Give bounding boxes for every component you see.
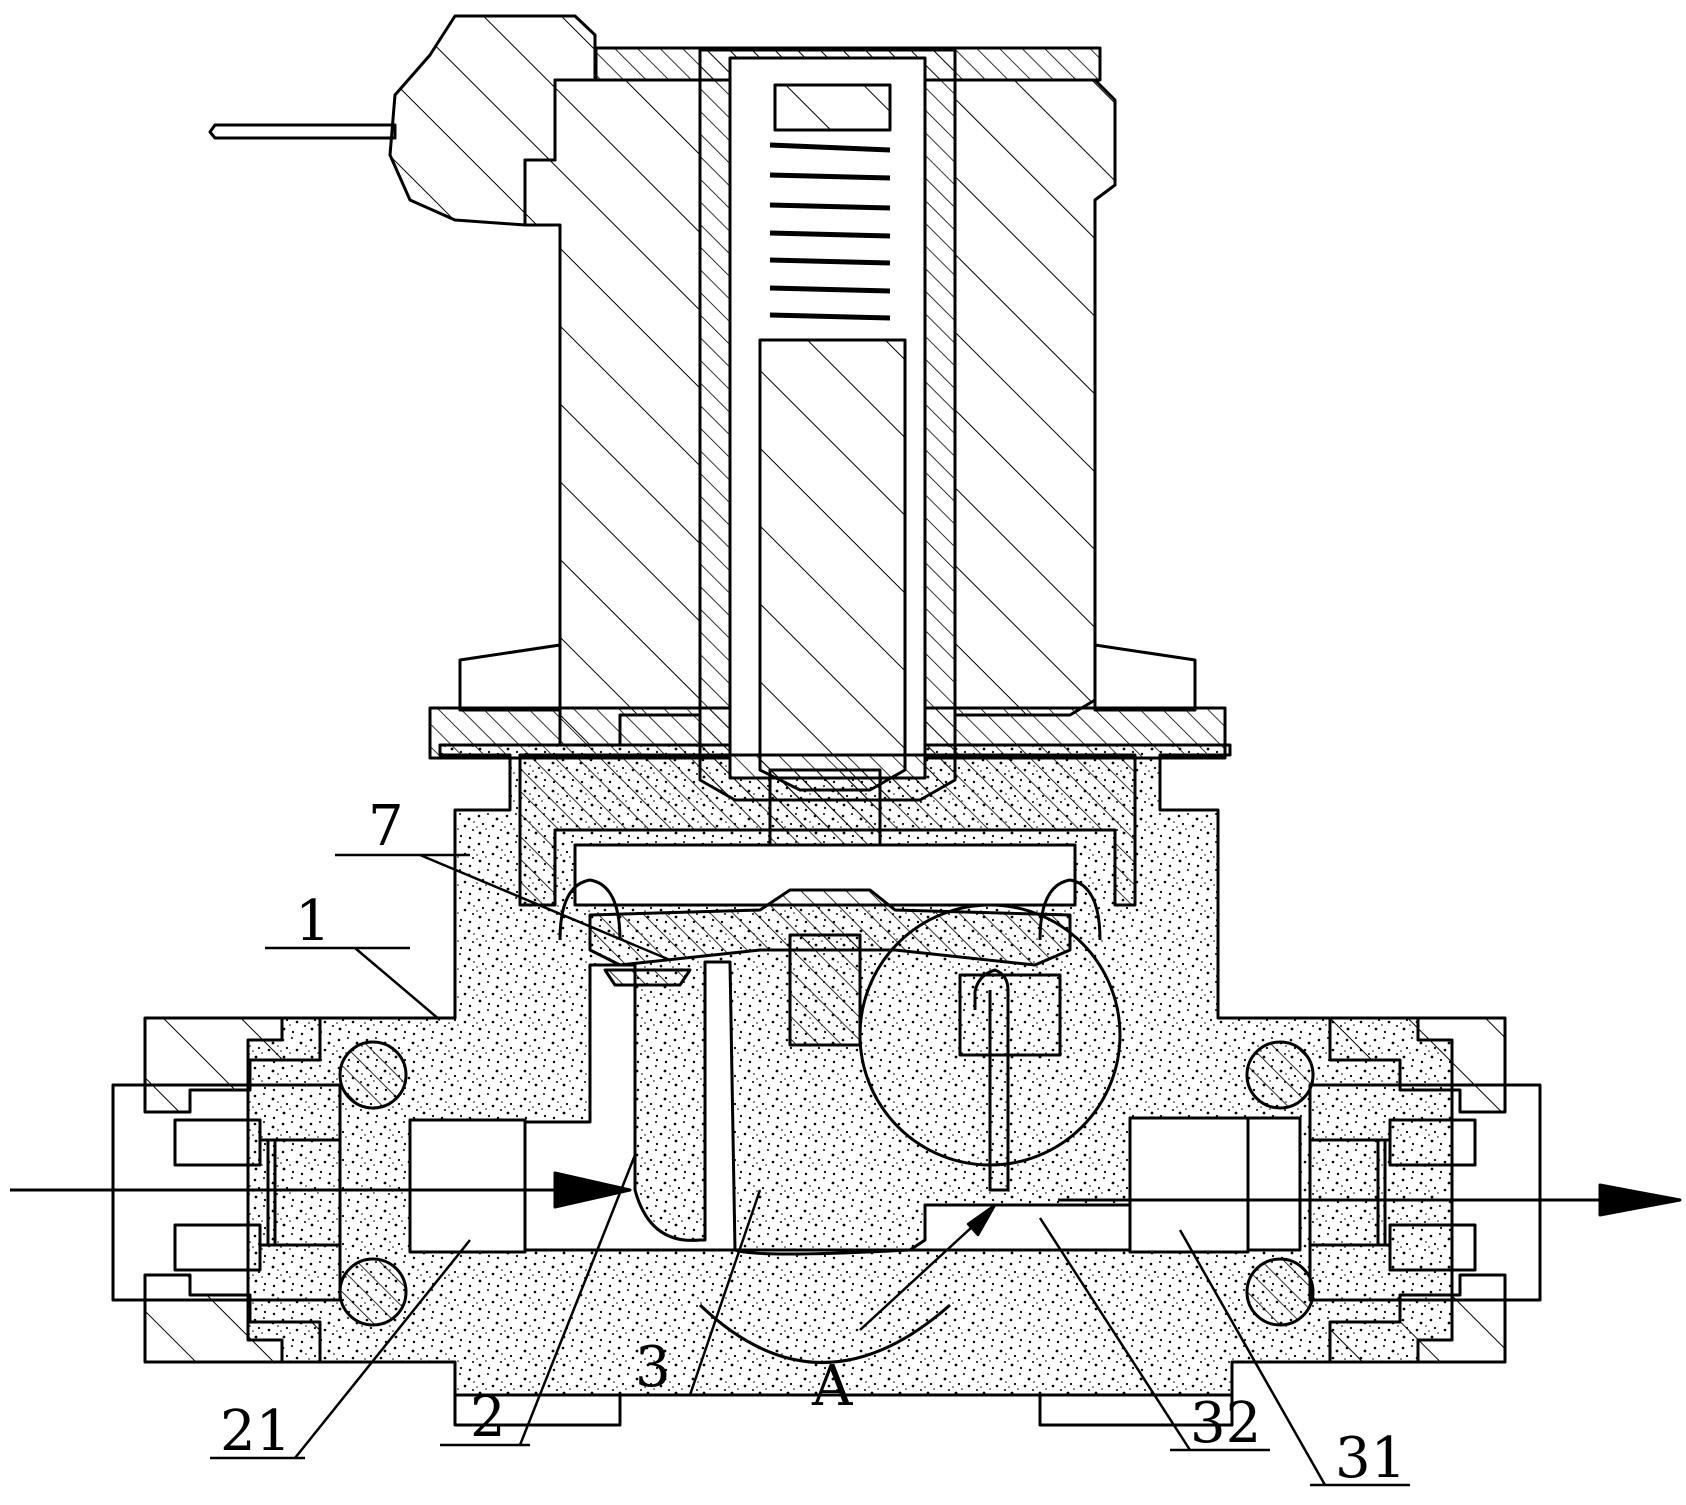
leader-a-arrowhead bbox=[966, 1203, 997, 1237]
label-a: A bbox=[811, 1354, 853, 1419]
coil-body-right bbox=[953, 78, 1117, 717]
label-1: 1 bbox=[295, 889, 331, 954]
label-32: 32 bbox=[1190, 1391, 1261, 1456]
outlet-o-ring-top bbox=[1245, 1040, 1315, 1110]
connector-housing bbox=[388, 14, 597, 227]
inlet-fitting bbox=[111, 1016, 527, 1364]
plunger bbox=[758, 338, 907, 792]
outlet-sleeve-inner bbox=[1388, 1118, 1477, 1272]
leader-21 bbox=[294, 1239, 471, 1459]
inlet-sleeve-inner bbox=[173, 1118, 262, 1272]
leader-3 bbox=[688, 1189, 762, 1396]
inlet-arrowhead bbox=[553, 1171, 632, 1209]
leader-7 bbox=[419, 853, 671, 962]
pilot-stem bbox=[788, 933, 862, 1047]
diaphragm-rim-right bbox=[1038, 878, 1102, 941]
outlet-sleeve bbox=[1308, 1083, 1542, 1302]
inlet-clamp-top bbox=[143, 1016, 322, 1114]
plunger-assembly bbox=[698, 48, 957, 872]
diaphragm-rim-left bbox=[558, 878, 622, 941]
connector bbox=[208, 14, 597, 227]
outlet-port-bore bbox=[1128, 1116, 1250, 1254]
valve-body-foot-left bbox=[453, 1395, 622, 1427]
spring bbox=[769, 142, 891, 321]
outlet-clamp-bottom bbox=[1328, 1273, 1507, 1364]
diaphragm-assembly bbox=[518, 753, 1137, 1047]
flow-passage bbox=[408, 960, 1302, 1256]
inlet-clamp-bottom bbox=[143, 1273, 322, 1364]
bleed-tube bbox=[973, 968, 1010, 1192]
bonnet bbox=[518, 753, 1137, 907]
valve-body-bottom-arc bbox=[698, 1303, 951, 1364]
outlet-o-ring-bottom bbox=[1245, 1257, 1315, 1327]
outlet-clamp-top bbox=[1328, 1016, 1507, 1114]
leader-32 bbox=[1038, 1217, 1192, 1451]
label-3: 3 bbox=[635, 1335, 671, 1400]
bleed-tube-housing bbox=[958, 973, 1062, 1057]
diaphragm-7 bbox=[588, 888, 1072, 967]
leader-2 bbox=[518, 1154, 637, 1446]
outlet-arrowhead bbox=[1598, 1183, 1682, 1217]
label-31: 31 bbox=[1335, 1426, 1406, 1491]
leader-a bbox=[859, 1214, 986, 1331]
label-21: 21 bbox=[220, 1399, 291, 1464]
outlet-fitting bbox=[1128, 1016, 1542, 1364]
label-2: 2 bbox=[470, 1385, 506, 1450]
leader-1 bbox=[354, 947, 441, 1021]
leader-31 bbox=[1178, 1229, 1327, 1486]
plug-cap bbox=[773, 83, 892, 132]
leader-lines bbox=[210, 853, 1410, 1487]
inlet-port-bore bbox=[408, 1118, 527, 1254]
seat-plate bbox=[603, 968, 692, 987]
flow-arrows bbox=[10, 1171, 1682, 1217]
valve-body-foot-right bbox=[1038, 1395, 1234, 1427]
inlet-o-ring-bottom bbox=[338, 1257, 408, 1327]
inlet-o-ring-top bbox=[338, 1040, 408, 1110]
connector-pin bbox=[208, 123, 397, 140]
label-7: 7 bbox=[368, 794, 404, 859]
